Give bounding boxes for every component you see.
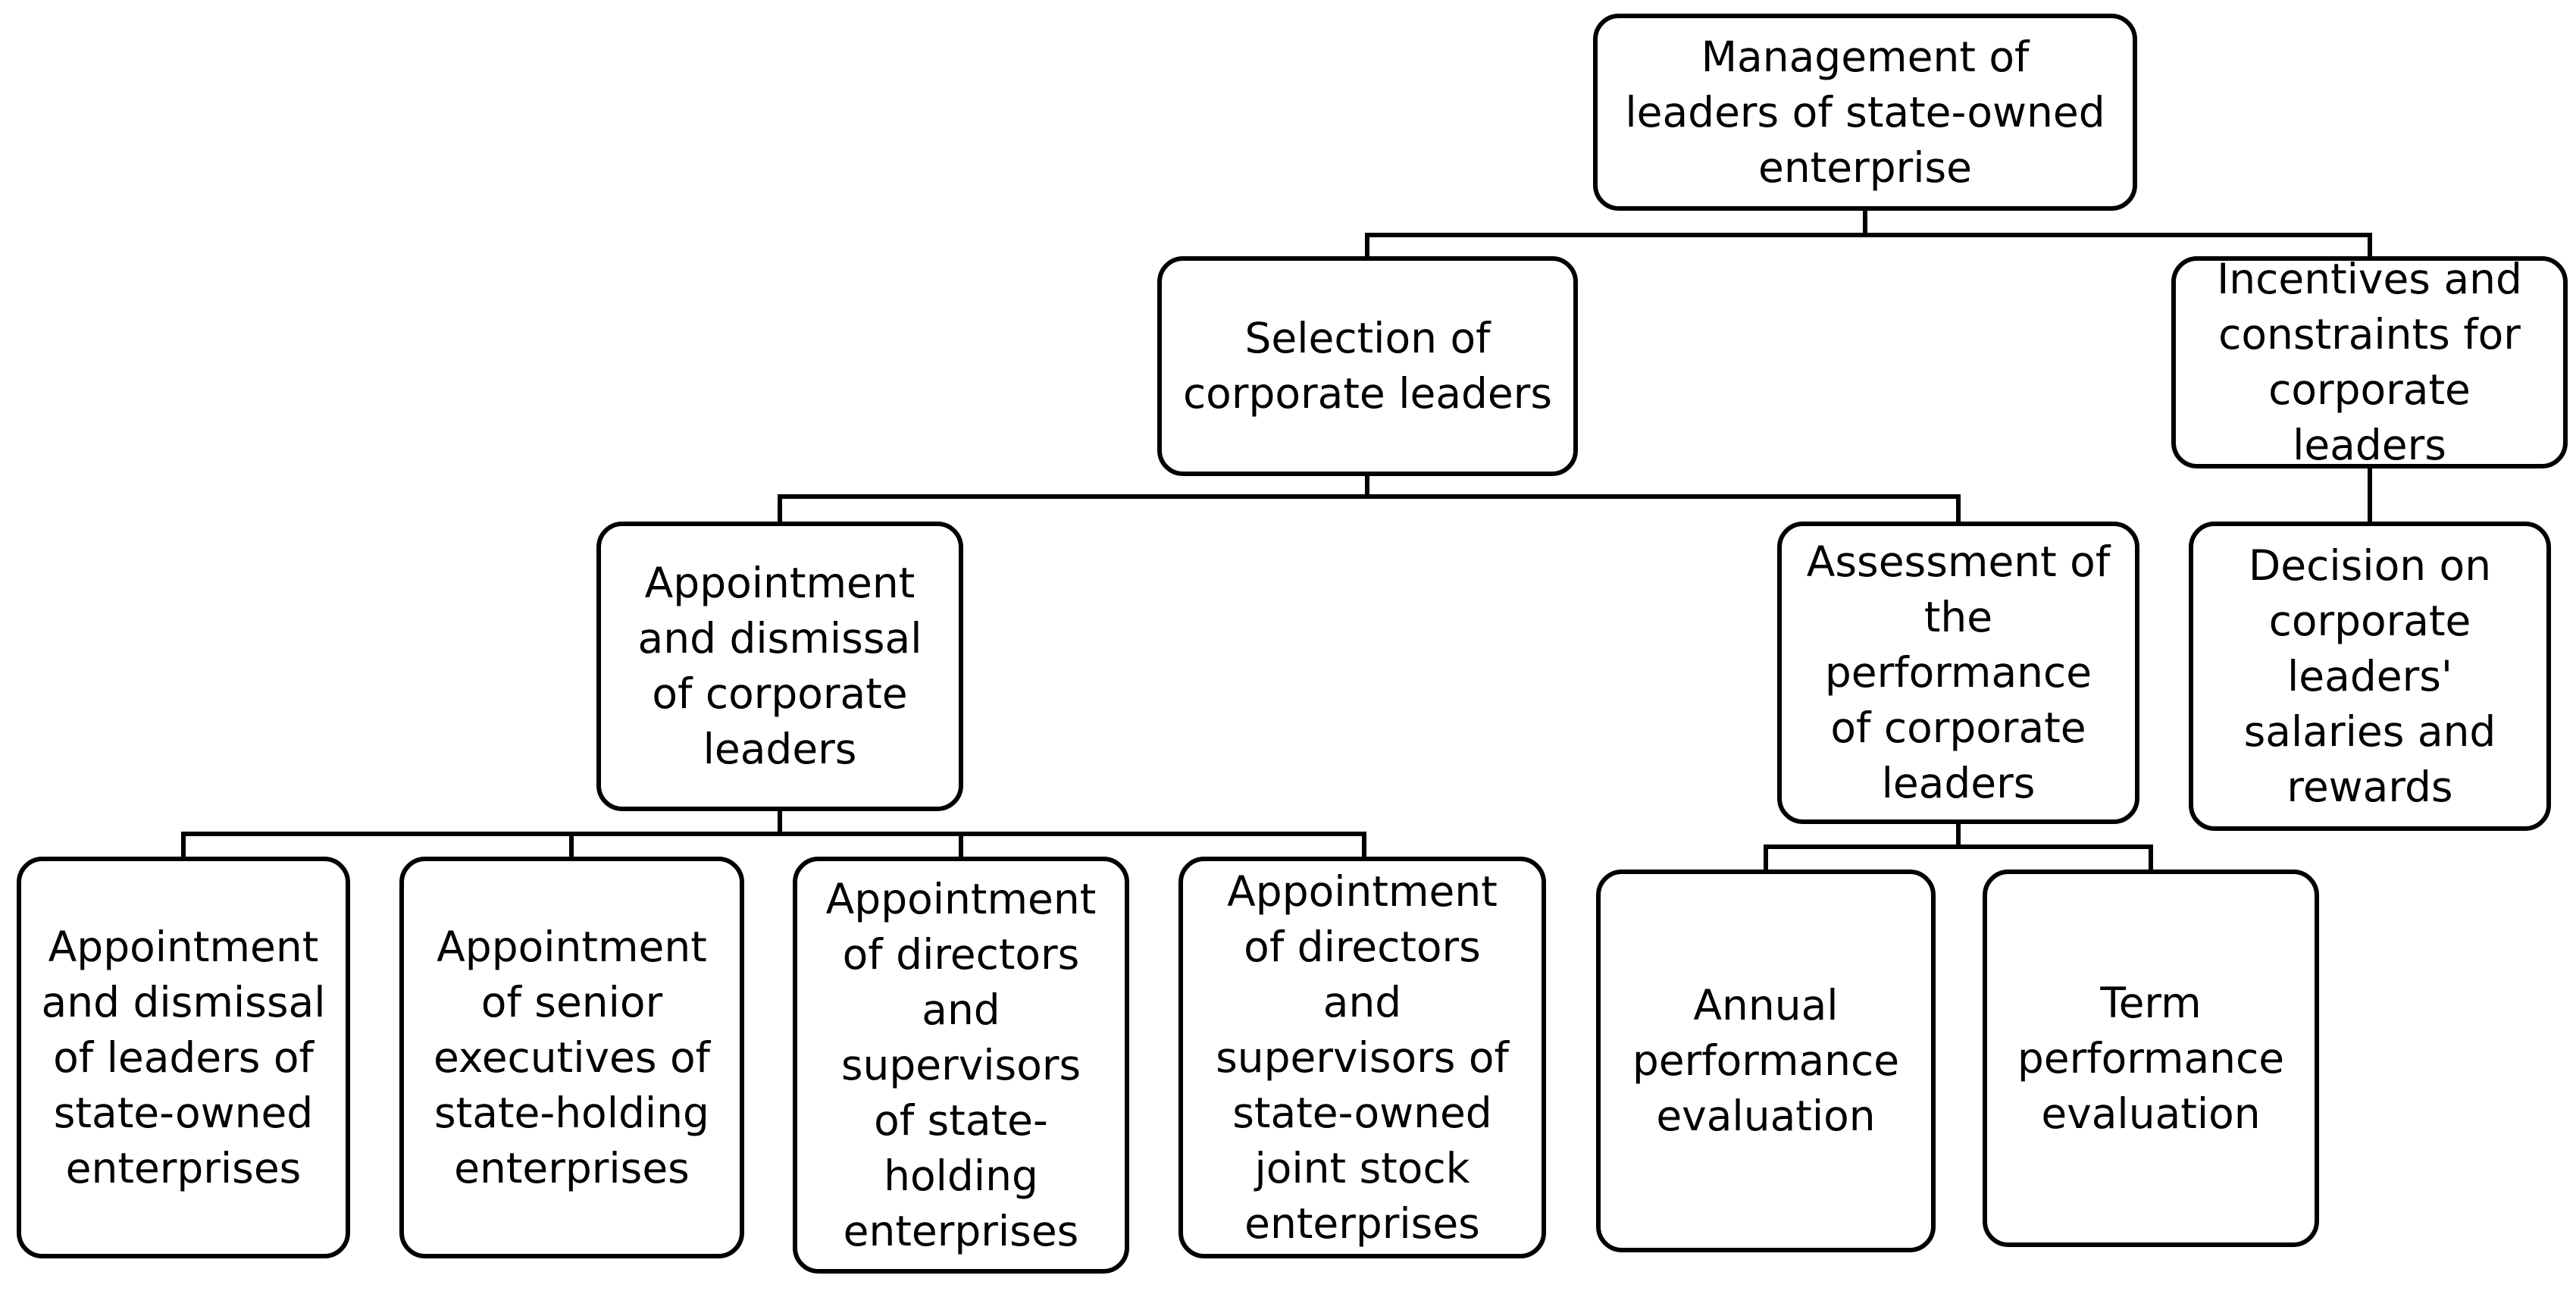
node-leaf-directors-joint-stock: Appointment of directors and supervisors… <box>1178 857 1546 1258</box>
node-appointment-and-dismissal: Appointment and dismissal of corporate l… <box>596 522 963 811</box>
node-assessment-of-performance: Assessment of the performance of corpora… <box>1777 522 2139 824</box>
node-annual-performance-evaluation: Annual performance evaluation <box>1596 870 1936 1252</box>
node-leaf-directors-state-holding: Appointment of directors and supervisors… <box>793 857 1129 1274</box>
node-selection-of-corporate-leaders: Selection of corporate leaders <box>1157 256 1578 476</box>
node-root-management: Management of leaders of state-owned ent… <box>1593 14 2137 211</box>
node-term-performance-evaluation: Term performance evaluation <box>1983 870 2319 1247</box>
node-leaf-appointment-dismissal-soe: Appointment and dismissal of leaders of … <box>17 857 350 1258</box>
node-decision-on-salaries: Decision on corporate leaders' salaries … <box>2189 522 2551 831</box>
node-leaf-senior-executives: Appointment of senior executives of stat… <box>399 857 744 1258</box>
node-incentives-and-constraints: Incentives and constraints for corporate… <box>2171 256 2568 468</box>
